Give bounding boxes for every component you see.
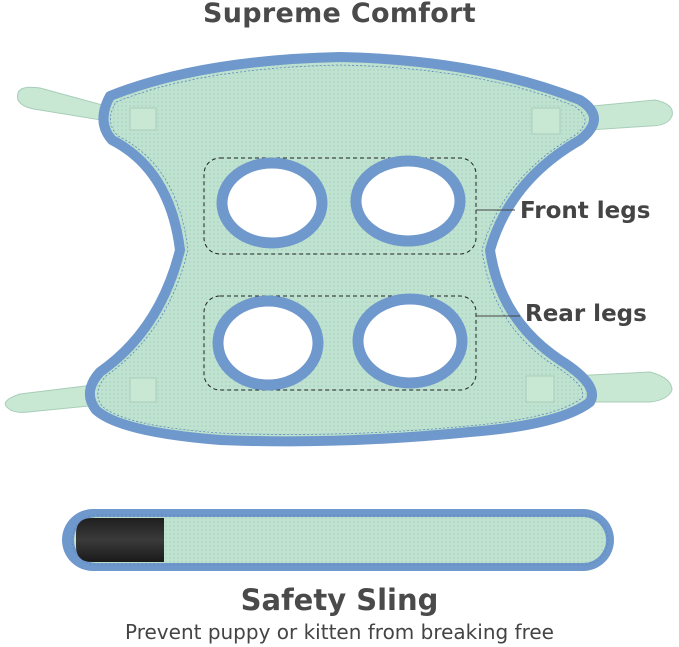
rear-legs-box	[203, 295, 477, 391]
rear-leg-hole-left	[212, 295, 324, 391]
front-legs-box	[203, 157, 477, 255]
strap-tab	[525, 375, 555, 403]
title-supreme-comfort: Supreme Comfort	[203, 0, 476, 29]
strap-tab	[129, 107, 157, 131]
rear-leg-hole-right	[352, 293, 468, 389]
safety-sling-strap	[62, 509, 614, 571]
harness-body	[85, 52, 599, 447]
velcro-tab	[76, 518, 164, 562]
front-leg-hole-left	[216, 157, 328, 249]
subtitle-safety-sling: Prevent puppy or kitten from breaking fr…	[125, 620, 554, 644]
front-leg-hole-right	[350, 155, 466, 247]
strap-tab	[129, 377, 157, 403]
strap-tab	[531, 107, 561, 135]
title-safety-sling: Safety Sling	[240, 583, 439, 617]
callout-front-legs: Front legs	[520, 198, 651, 224]
callout-rear-legs: Rear legs	[525, 301, 647, 327]
